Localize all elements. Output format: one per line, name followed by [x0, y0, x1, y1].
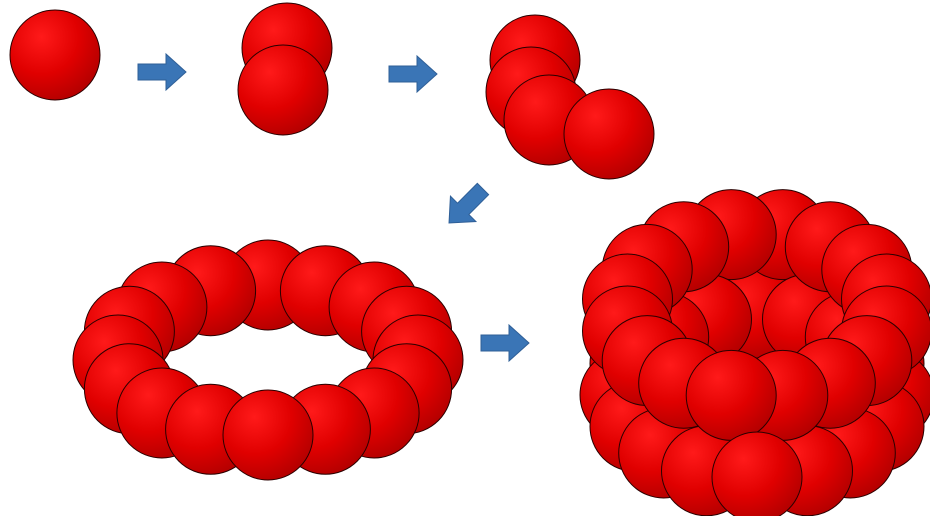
sphere	[222, 389, 314, 481]
sphere	[711, 431, 803, 516]
arrow-stage2-to-stage3	[388, 54, 438, 94]
arrow-stage1-to-stage2	[137, 52, 187, 92]
stage-two-sphere-stack	[237, 2, 333, 136]
arrow-stage3-to-stage4	[448, 182, 490, 224]
spheres-layer	[9, 2, 930, 516]
stage-single-sphere	[9, 9, 101, 101]
stage-double-ring-cylinder	[579, 189, 930, 516]
arrow-stage4-to-stage5	[480, 323, 530, 363]
sphere	[685, 349, 777, 441]
stage-four-sphere-chain	[485, 14, 655, 180]
sphere	[563, 88, 655, 180]
arrows-layer	[137, 52, 530, 363]
stage-single-ring	[72, 239, 464, 481]
sphere	[9, 9, 101, 101]
sphere	[237, 44, 329, 136]
